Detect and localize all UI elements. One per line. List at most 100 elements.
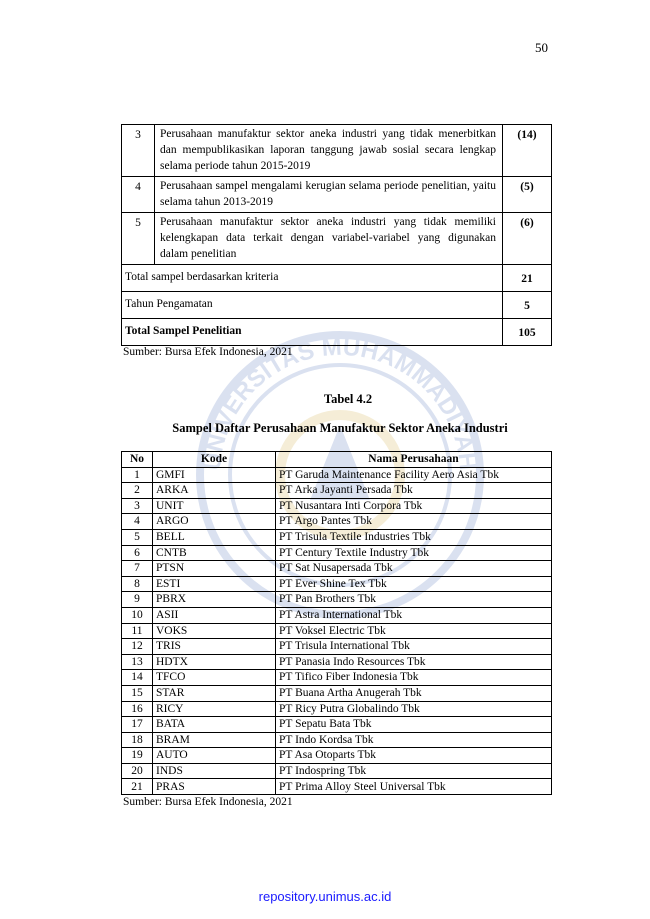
company-name: PT Garuda Maintenance Facility Aero Asia… [275, 466, 552, 484]
company-number: 18 [121, 731, 153, 749]
company-code: AUTO [152, 747, 276, 764]
company-number: 19 [121, 747, 153, 764]
company-name: PT Century Textile Industry Tbk [275, 544, 552, 562]
company-number: 4 [121, 513, 153, 530]
table-title: Sampel Daftar Perusahaan Manufaktur Sekt… [172, 421, 508, 435]
company-name: PT Prima Alloy Steel Universal Tbk [275, 778, 552, 796]
column-header-kode: Kode [152, 451, 276, 468]
company-code: INDS [152, 762, 276, 780]
criteria-description: Perusahaan manufaktur sektor aneka indus… [154, 212, 503, 265]
criteria-value: (6) [502, 212, 552, 265]
company-name: PT Buana Artha Anugerah Tbk [275, 684, 552, 702]
company-code: VOKS [152, 622, 276, 640]
table-source-note: Sumber: Bursa Efek Indonesia, 2021 [123, 796, 293, 808]
company-number: 5 [121, 528, 153, 546]
company-number: 17 [121, 716, 153, 733]
company-number: 6 [121, 544, 153, 562]
company-code: BELL [152, 528, 276, 546]
company-name: PT Trisula Textile Industries Tbk [275, 528, 552, 546]
criteria-description: Perusahaan manufaktur sektor aneka indus… [154, 124, 503, 177]
company-name: PT Pan Brothers Tbk [275, 591, 552, 608]
company-number: 7 [121, 560, 153, 577]
criteria-number: 3 [121, 124, 155, 177]
summary-label: Tahun Pengamatan [121, 291, 503, 319]
company-code: BATA [152, 716, 276, 733]
company-number: 8 [121, 575, 153, 593]
company-number: 12 [121, 638, 153, 655]
company-code: PBRX [152, 591, 276, 608]
summary-label: Total sampel berdasarkan kriteria [121, 264, 503, 292]
criteria-description: Perusahaan sampel mengalami kerugian sel… [154, 176, 503, 213]
company-code: BRAM [152, 731, 276, 749]
summary-label: Total Sampel Penelitian [121, 318, 503, 346]
company-name: PT Nusantara Inti Corpora Tbk [275, 497, 552, 515]
summary-value: 21 [502, 264, 552, 292]
company-name: PT Voksel Electric Tbk [275, 622, 552, 640]
company-number: 11 [121, 622, 153, 640]
company-code: ASII [152, 606, 276, 624]
table-source-note: Sumber: Bursa Efek Indonesia, 2021 [123, 346, 293, 358]
criteria-value: (5) [502, 176, 552, 213]
company-code: ARKA [152, 482, 276, 499]
company-name: PT Astra International Tbk [275, 606, 552, 624]
company-code: UNIT [152, 497, 276, 515]
company-code: PTSN [152, 560, 276, 577]
column-header-no: No [121, 451, 153, 468]
company-name: PT Ever Shine Tex Tbk [275, 575, 552, 593]
company-code: RICY [152, 700, 276, 718]
company-name: PT Argo Pantes Tbk [275, 513, 552, 530]
company-name: PT Indospring Tbk [275, 762, 552, 780]
company-name: PT Trisula International Tbk [275, 638, 552, 655]
company-name: PT Tifico Fiber Indonesia Tbk [275, 669, 552, 686]
criteria-number: 4 [121, 176, 155, 213]
company-name: PT Indo Kordsa Tbk [275, 731, 552, 749]
company-name: PT Panasia Indo Resources Tbk [275, 653, 552, 671]
company-code: PRAS [152, 778, 276, 796]
company-name: PT Sepatu Bata Tbk [275, 716, 552, 733]
company-code: ESTI [152, 575, 276, 593]
company-code: HDTX [152, 653, 276, 671]
summary-value: 105 [502, 318, 552, 346]
repository-link[interactable]: repository.unimus.ac.id [258, 889, 392, 904]
company-number: 15 [121, 684, 153, 702]
criteria-number: 5 [121, 212, 155, 265]
company-number: 14 [121, 669, 153, 686]
company-number: 1 [121, 466, 153, 484]
company-name: PT Arka Jayanti Persada Tbk [275, 482, 552, 499]
company-code: TRIS [152, 638, 276, 655]
column-header-nama: Nama Perusahaan [275, 451, 552, 468]
company-code: TFCO [152, 669, 276, 686]
table-header-row: No Kode Nama Perusahaan [121, 451, 552, 468]
company-number: 2 [121, 482, 153, 499]
company-name: PT Asa Otoparts Tbk [275, 747, 552, 764]
company-name: PT Ricy Putra Globalindo Tbk [275, 700, 552, 718]
company-number: 21 [121, 778, 153, 796]
criteria-value: (14) [502, 124, 552, 177]
company-code: STAR [152, 684, 276, 702]
